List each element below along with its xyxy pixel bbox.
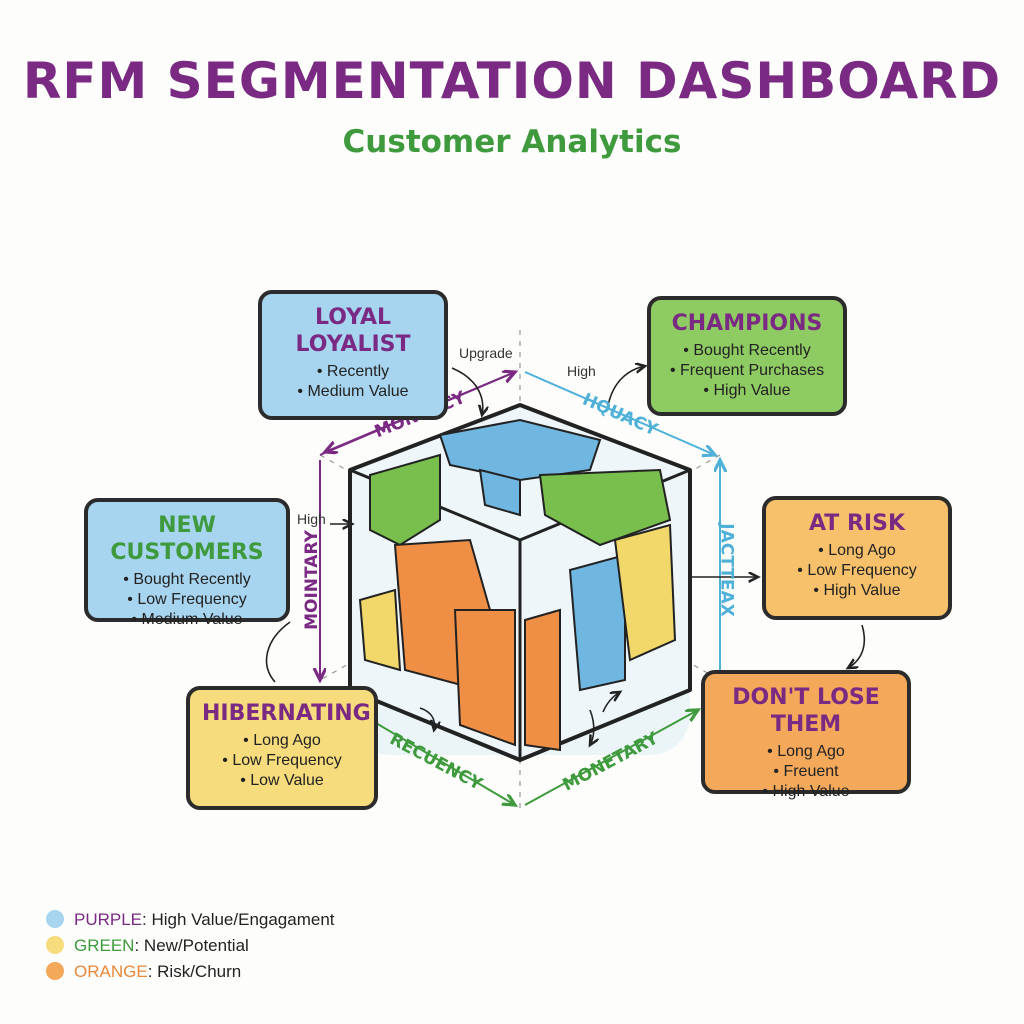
cube-body	[348, 403, 692, 762]
segment-at-risk-bullets: Long Ago Low Frequency High Value	[778, 541, 936, 601]
segment-card-champions[interactable]: CHAMPIONS Bought Recently Frequent Purch…	[647, 296, 847, 416]
bullet: Low Value	[202, 771, 362, 791]
bullet: High Value	[717, 782, 895, 802]
segment-name-champions: CHAMPIONS	[671, 311, 823, 336]
legend-dot-icon	[46, 910, 64, 928]
segment-card-loyal[interactable]: LOYAL LOYALIST Recently Medium Value	[258, 290, 448, 420]
legend-item-purple: PURPLE: High Value/Engagament	[46, 910, 335, 930]
legend-key: ORANGE	[74, 962, 148, 981]
bullet: Medium Value	[274, 382, 432, 402]
high-label-left: High	[297, 511, 326, 527]
segment-name-dont-lose-them: DON'T LOSE THEM	[732, 685, 880, 737]
legend-key: GREEN	[74, 936, 135, 955]
upgrade-label: Upgrade	[459, 345, 513, 361]
legend-item-orange: ORANGE: Risk/Churn	[46, 962, 241, 982]
bullet: Low Frequency	[202, 751, 362, 771]
bullet: Freuent	[717, 762, 895, 782]
legend-desc: : New/Potential	[134, 936, 249, 955]
legend-dot-icon	[46, 936, 64, 954]
legend-desc: : Risk/Churn	[147, 962, 242, 981]
segment-new-customers-bullets: Bought Recently Low Frequency Medium Val…	[100, 570, 274, 630]
segment-card-at-risk[interactable]: AT RISK Long Ago Low Frequency High Valu…	[762, 496, 952, 620]
bullet: Bought Recently	[663, 341, 831, 361]
segment-card-new-customers[interactable]: NEW CUSTOMERS Bought Recently Low Freque…	[84, 498, 290, 628]
segment-champions-bullets: Bought Recently Frequent Purchases High …	[663, 341, 831, 401]
segment-name-loyal-line2: LOYALIST	[295, 332, 411, 357]
legend-dot-icon	[46, 962, 64, 980]
bullet: Frequent Purchases	[663, 361, 831, 381]
bullet: Bought Recently	[100, 570, 274, 590]
bullet: Recently	[274, 362, 432, 382]
segment-name-new-customers: NEW CUSTOMERS	[110, 513, 264, 565]
dashboard-subtitle: Customer Analytics	[342, 124, 682, 160]
bullet: Long Ago	[717, 742, 895, 762]
legend-desc: : High Value/Engagament	[142, 910, 335, 929]
bullet: Long Ago	[202, 731, 362, 751]
connector-arrows	[265, 366, 866, 745]
bullet: Long Ago	[778, 541, 936, 561]
segment-card-hibernating[interactable]: HIBERNATING Long Ago Low Frequency Low V…	[186, 686, 378, 810]
segment-name-at-risk: AT RISK	[808, 511, 905, 536]
bullet: Medium Value	[100, 610, 274, 630]
segment-name-loyal-line1: LOYAL	[314, 305, 392, 330]
bullet: Low Frequency	[100, 590, 274, 610]
segment-card-dont-lose-them[interactable]: DON'T LOSE THEM Long Ago Freuent High Va…	[701, 670, 911, 800]
high-label-top: High	[567, 363, 596, 379]
axis-label-mointary: MOINTARY	[301, 530, 322, 630]
legend-item-green: GREEN: New/Potential	[46, 936, 249, 956]
dashboard-title: RFM SEGMENTATION DASHBOARD	[22, 52, 1002, 110]
segment-hibernating-bullets: Long Ago Low Frequency Low Value	[202, 731, 362, 791]
bullet: Low Frequency	[778, 561, 936, 581]
segment-dont-lose-them-bullets: Long Ago Freuent High Value	[717, 742, 895, 802]
bullet: High Value	[663, 381, 831, 401]
legend-key: PURPLE	[74, 910, 143, 929]
bullet: High Value	[778, 581, 936, 601]
axis-label-jactteax: JACTTEAX	[716, 523, 737, 617]
segment-loyal-bullets: Recently Medium Value	[274, 362, 432, 402]
segment-name-hibernating: HIBERNATING	[202, 701, 371, 726]
